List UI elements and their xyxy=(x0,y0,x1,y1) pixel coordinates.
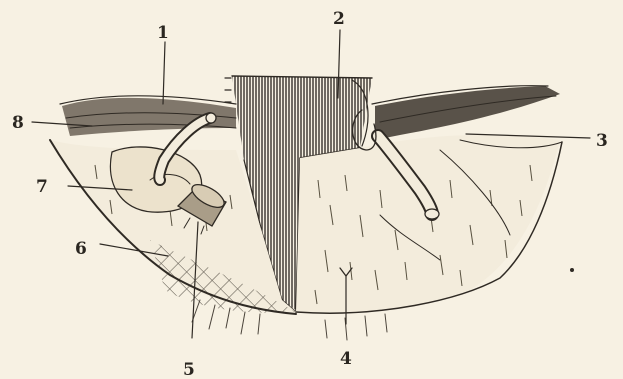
label-5: 5 xyxy=(183,360,195,379)
left-edge-ticks xyxy=(225,78,231,102)
upper-right-muscle-band xyxy=(372,86,560,140)
label-2: 2 xyxy=(333,9,345,29)
right-lobe xyxy=(296,135,562,314)
label-3: 3 xyxy=(596,131,608,151)
label-6: 6 xyxy=(75,239,87,259)
label-8: 8 xyxy=(12,113,24,133)
label-7: 7 xyxy=(36,177,48,197)
label-4: 4 xyxy=(340,349,352,369)
label-1: 1 xyxy=(157,23,169,43)
stray-dot xyxy=(570,268,574,272)
